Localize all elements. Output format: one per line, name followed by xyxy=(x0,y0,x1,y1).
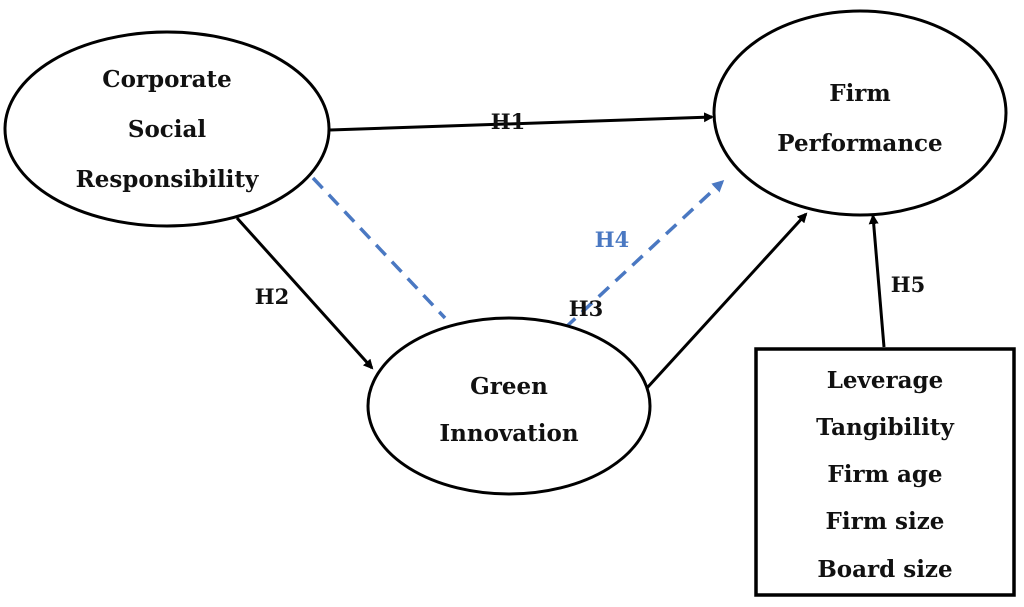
control-firm-age: Firm age xyxy=(827,461,942,488)
edge-h1 xyxy=(329,112,714,132)
edge-label-h5: H5 xyxy=(891,272,925,297)
edge-label-h4: H4 xyxy=(595,227,629,252)
edge-h5 xyxy=(868,214,886,348)
node-gi-line-1: Green xyxy=(470,373,548,400)
control-firm-size: Firm size xyxy=(826,508,945,535)
edge-h2 xyxy=(235,216,374,370)
node-control-variables: Leverage Tangibility Firm age Firm size … xyxy=(754,347,1016,597)
node-csr-line-3: Responsibility xyxy=(76,166,259,193)
node-green-innovation: Green Innovation xyxy=(366,316,652,496)
control-board-size: Board size xyxy=(817,556,952,583)
control-leverage: Leverage xyxy=(827,367,944,394)
node-gi-line-2: Innovation xyxy=(439,420,579,447)
edge-h4-second-leg xyxy=(563,179,725,330)
edge-label-h3: H3 xyxy=(569,296,603,321)
edge-label-h1: H1 xyxy=(491,109,525,134)
edge-label-h2: H2 xyxy=(255,284,289,309)
node-fp-line-1: Firm xyxy=(829,80,891,107)
node-csr-line-1: Corporate xyxy=(102,66,231,93)
node-corporate-social-responsibility: Corporate Social Responsibility xyxy=(3,30,331,228)
edge-h4-first-leg xyxy=(311,176,447,320)
edge-h3 xyxy=(645,212,808,390)
control-tangibility: Tangibility xyxy=(816,414,954,441)
node-csr-line-2: Social xyxy=(128,116,207,143)
node-fp-line-2: Performance xyxy=(777,130,942,157)
node-firm-performance: Firm Performance xyxy=(712,9,1008,217)
